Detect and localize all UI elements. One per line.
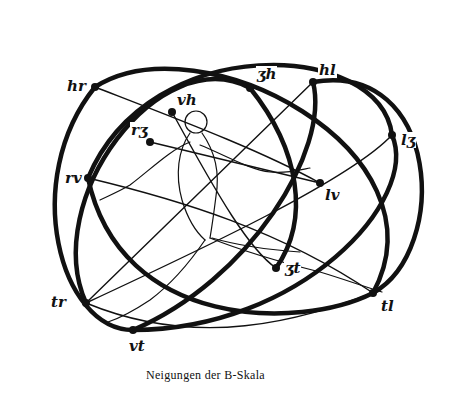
- point-label: hl: [318, 62, 337, 78]
- point-label: vt: [128, 338, 146, 354]
- point-label: rv: [64, 170, 83, 186]
- figure-caption: Neigungen der B-Skala: [146, 368, 265, 383]
- point-label: vh: [176, 92, 198, 108]
- point-label: tr: [50, 294, 67, 310]
- point-label: lʒ: [400, 132, 416, 148]
- scale-loops: [55, 65, 422, 330]
- point-label: hr: [66, 78, 87, 94]
- point-label: ʒt: [284, 260, 301, 276]
- point-label: rʒ: [130, 122, 148, 138]
- scale-points: [82, 78, 396, 334]
- point-label: ʒh: [256, 66, 277, 82]
- scale-lines: [86, 82, 392, 328]
- point-label: tl: [380, 298, 395, 314]
- point-label: lv: [324, 187, 340, 203]
